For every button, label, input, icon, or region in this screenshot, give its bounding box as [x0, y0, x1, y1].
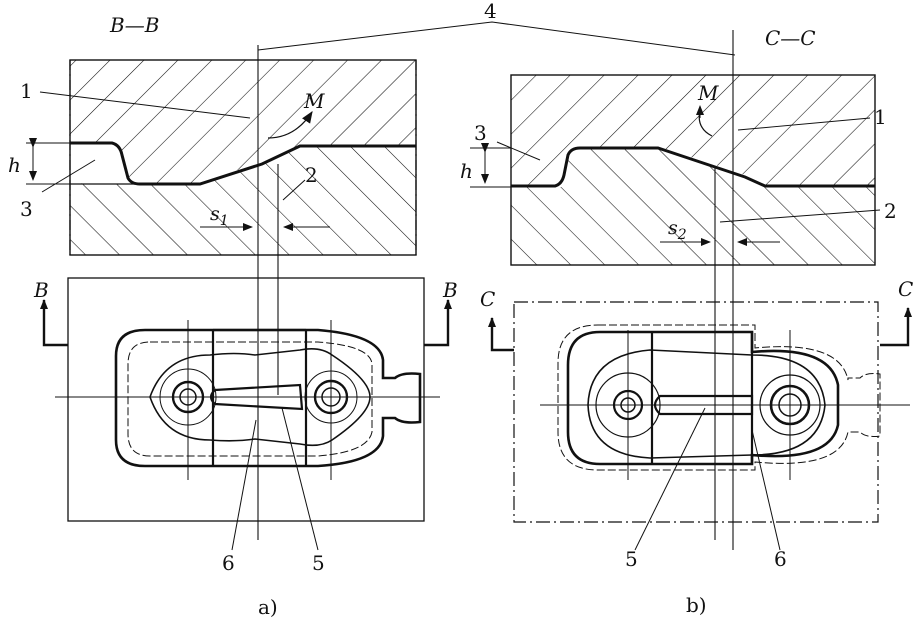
- callout-4: 4: [484, 0, 497, 23]
- callout-1-b: 1: [874, 105, 887, 129]
- section-title-b: C—C: [765, 26, 816, 50]
- lower-die-b: [511, 149, 875, 265]
- shared-callout: 4: [257, 0, 736, 56]
- callout-6-b: 6: [774, 547, 787, 571]
- section-view-b: h s2 M 1 2 3 C—C: [460, 26, 897, 550]
- moment-label-a: M: [303, 89, 325, 113]
- callout-2-b: 2: [884, 199, 897, 223]
- section-view-a: h s1 M 1 2 3 B—B: [8, 13, 417, 540]
- dim-h-a: h: [8, 153, 21, 177]
- plan-view-a: B B 6 5 a): [33, 277, 458, 619]
- upper-die-a: [70, 60, 416, 183]
- callout-5-a: 5: [312, 551, 325, 575]
- section-title-a: B—B: [109, 13, 159, 37]
- dim-h-b: h: [460, 159, 473, 183]
- parting-line-a: [70, 141, 416, 186]
- part-label-a: a): [258, 595, 278, 619]
- part-label-b: b): [686, 593, 707, 617]
- upper-die-b: [511, 75, 875, 185]
- lower-die-a: [70, 147, 416, 255]
- callout-5-b: 5: [625, 547, 638, 571]
- plan-view-b: C C 5 6 b): [480, 277, 913, 617]
- callout-6-a: 6: [222, 551, 235, 575]
- callout-1-a: 1: [20, 79, 33, 103]
- moment-label-b: M: [697, 81, 719, 105]
- callout-3-b: 3: [474, 121, 487, 145]
- section-mark-left-b: C: [480, 287, 495, 311]
- dim-s-b: s2: [668, 217, 687, 243]
- dim-s-a: s1: [210, 203, 229, 229]
- callout-2-a: 2: [305, 163, 318, 187]
- section-mark-left-a: B: [33, 278, 49, 302]
- parting-line-b: [511, 146, 875, 188]
- section-mark-right-b: C: [898, 277, 913, 301]
- section-mark-right-a: B: [442, 278, 458, 302]
- callout-3-a: 3: [20, 197, 33, 221]
